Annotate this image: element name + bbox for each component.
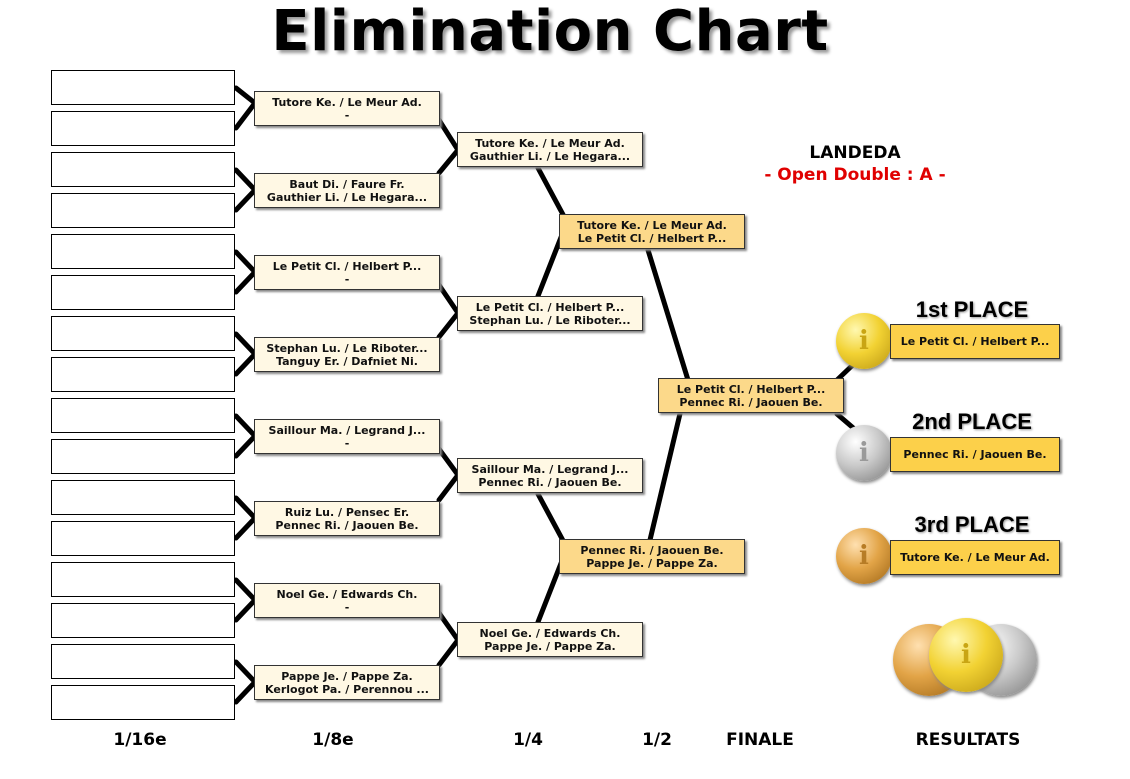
- semi-match[interactable]: Tutore Ke. / Le Meur Ad. Le Petit Cl. / …: [559, 214, 745, 249]
- team-1: Le Petit Cl. / Helbert P...: [475, 300, 625, 314]
- round16-slot[interactable]: [51, 357, 235, 392]
- team-1: Noel Ge. / Edwards Ch.: [479, 626, 621, 640]
- round16-slot[interactable]: [51, 316, 235, 351]
- round16-slot[interactable]: [51, 111, 235, 146]
- round-label-finale: FINALE: [726, 730, 794, 750]
- team-2: Pennec Ri. / Jaouen Be.: [275, 518, 419, 532]
- round16-slot[interactable]: [51, 644, 235, 679]
- round16-slot[interactable]: [51, 398, 235, 433]
- round-label-1-2: 1/2: [642, 730, 672, 750]
- team-2: Le Petit Cl. / Helbert P...: [577, 231, 727, 245]
- event-category: - Open Double : A -: [764, 165, 946, 185]
- team-2: -: [344, 108, 350, 122]
- round-label-1-4: 1/4: [513, 730, 543, 750]
- round16-slot[interactable]: [51, 685, 235, 720]
- team-2: Tanguy Er. / Dafniet Ni.: [276, 354, 418, 368]
- team-2: Pappe Je. / Pappe Za.: [586, 556, 718, 570]
- team-1: Le Petit Cl. / Helbert P...: [272, 259, 422, 273]
- team-1: Pappe Je. / Pappe Za.: [281, 669, 413, 683]
- round16-slot[interactable]: [51, 193, 235, 228]
- team-1: Tutore Ke. / Le Meur Ad.: [475, 136, 625, 150]
- round16-slot[interactable]: [51, 70, 235, 105]
- round16-slot[interactable]: [51, 480, 235, 515]
- round16-slot[interactable]: [51, 152, 235, 187]
- round16-slot[interactable]: [51, 275, 235, 310]
- team-1: Le Petit Cl. / Helbert P...: [676, 382, 826, 396]
- round8-match[interactable]: Baut Di. / Faure Fr. Gauthier Li. / Le H…: [254, 173, 440, 208]
- round8-match[interactable]: Le Petit Cl. / Helbert P... -: [254, 255, 440, 290]
- second-place-team[interactable]: Pennec Ri. / Jaouen Be.: [890, 437, 1060, 472]
- first-place-team[interactable]: Le Petit Cl. / Helbert P...: [890, 324, 1060, 359]
- team-2: Pennec Ri. / Jaouen Be.: [679, 395, 823, 409]
- quarter-match[interactable]: Le Petit Cl. / Helbert P... Stephan Lu. …: [457, 296, 643, 331]
- medals-group-icon: i: [893, 618, 1043, 698]
- final-match[interactable]: Le Petit Cl. / Helbert P... Pennec Ri. /…: [658, 378, 844, 413]
- round16-slot[interactable]: [51, 234, 235, 269]
- team-2: Pappe Je. / Pappe Za.: [484, 639, 616, 653]
- team-2: Stephan Lu. / Le Riboter...: [469, 313, 631, 327]
- team-2: Kerlogot Pa. / Perennou ...: [265, 682, 429, 696]
- round8-match[interactable]: Stephan Lu. / Le Riboter... Tanguy Er. /…: [254, 337, 440, 372]
- team-2: -: [344, 436, 350, 450]
- team-1: Noel Ge. / Edwards Ch.: [276, 587, 418, 601]
- team-2: -: [344, 272, 350, 286]
- round-label-1-16: 1/16e: [113, 730, 167, 750]
- gold-medal-icon: i: [836, 313, 892, 369]
- silver-medal-icon: i: [836, 425, 892, 481]
- team-2: Gauthier Li. / Le Hegara...: [266, 190, 428, 204]
- team-1: Saillour Ma. / Legrand J...: [471, 462, 629, 476]
- gold-medal-icon: i: [929, 618, 1003, 692]
- event-name: LANDEDA: [809, 143, 901, 163]
- round16-slot[interactable]: [51, 603, 235, 638]
- round8-match[interactable]: Pappe Je. / Pappe Za. Kerlogot Pa. / Per…: [254, 665, 440, 700]
- team-2: Gauthier Li. / Le Hegara...: [469, 149, 631, 163]
- round16-slot[interactable]: [51, 439, 235, 474]
- team-1: Saillour Ma. / Legrand J...: [268, 423, 426, 437]
- round8-match[interactable]: Noel Ge. / Edwards Ch. -: [254, 583, 440, 618]
- bronze-medal-icon: i: [836, 528, 892, 584]
- team-1: Tutore Ke. / Le Meur Ad.: [577, 218, 727, 232]
- team-2: -: [344, 600, 350, 614]
- round16-slot[interactable]: [51, 562, 235, 597]
- round16-slot[interactable]: [51, 521, 235, 556]
- first-place-label: 1st PLACE: [915, 297, 1029, 322]
- round8-match[interactable]: Tutore Ke. / Le Meur Ad. -: [254, 91, 440, 126]
- round8-match[interactable]: Saillour Ma. / Legrand J... -: [254, 419, 440, 454]
- team-1: Stephan Lu. / Le Riboter...: [266, 341, 428, 355]
- team-1: Ruiz Lu. / Pensec Er.: [284, 505, 410, 519]
- third-place-label: 3rd PLACE: [914, 512, 1030, 537]
- round-label-1-8: 1/8e: [312, 730, 354, 750]
- page-title: Elimination Chart: [271, 0, 829, 64]
- team-1: Pennec Ri. / Jaouen Be.: [580, 543, 724, 557]
- round8-match[interactable]: Ruiz Lu. / Pensec Er. Pennec Ri. / Jaoue…: [254, 501, 440, 536]
- team-1: Baut Di. / Faure Fr.: [289, 177, 405, 191]
- team-1: Tutore Ke. / Le Meur Ad.: [272, 95, 422, 109]
- quarter-match[interactable]: Saillour Ma. / Legrand J... Pennec Ri. /…: [457, 458, 643, 493]
- team-2: Pennec Ri. / Jaouen Be.: [478, 475, 622, 489]
- round-label-resultats: RESULTATS: [915, 730, 1021, 750]
- third-place-team[interactable]: Tutore Ke. / Le Meur Ad.: [890, 540, 1060, 575]
- second-place-label: 2nd PLACE: [912, 409, 1032, 434]
- quarter-match[interactable]: Noel Ge. / Edwards Ch. Pappe Je. / Pappe…: [457, 622, 643, 657]
- semi-match[interactable]: Pennec Ri. / Jaouen Be. Pappe Je. / Papp…: [559, 539, 745, 574]
- quarter-match[interactable]: Tutore Ke. / Le Meur Ad. Gauthier Li. / …: [457, 132, 643, 167]
